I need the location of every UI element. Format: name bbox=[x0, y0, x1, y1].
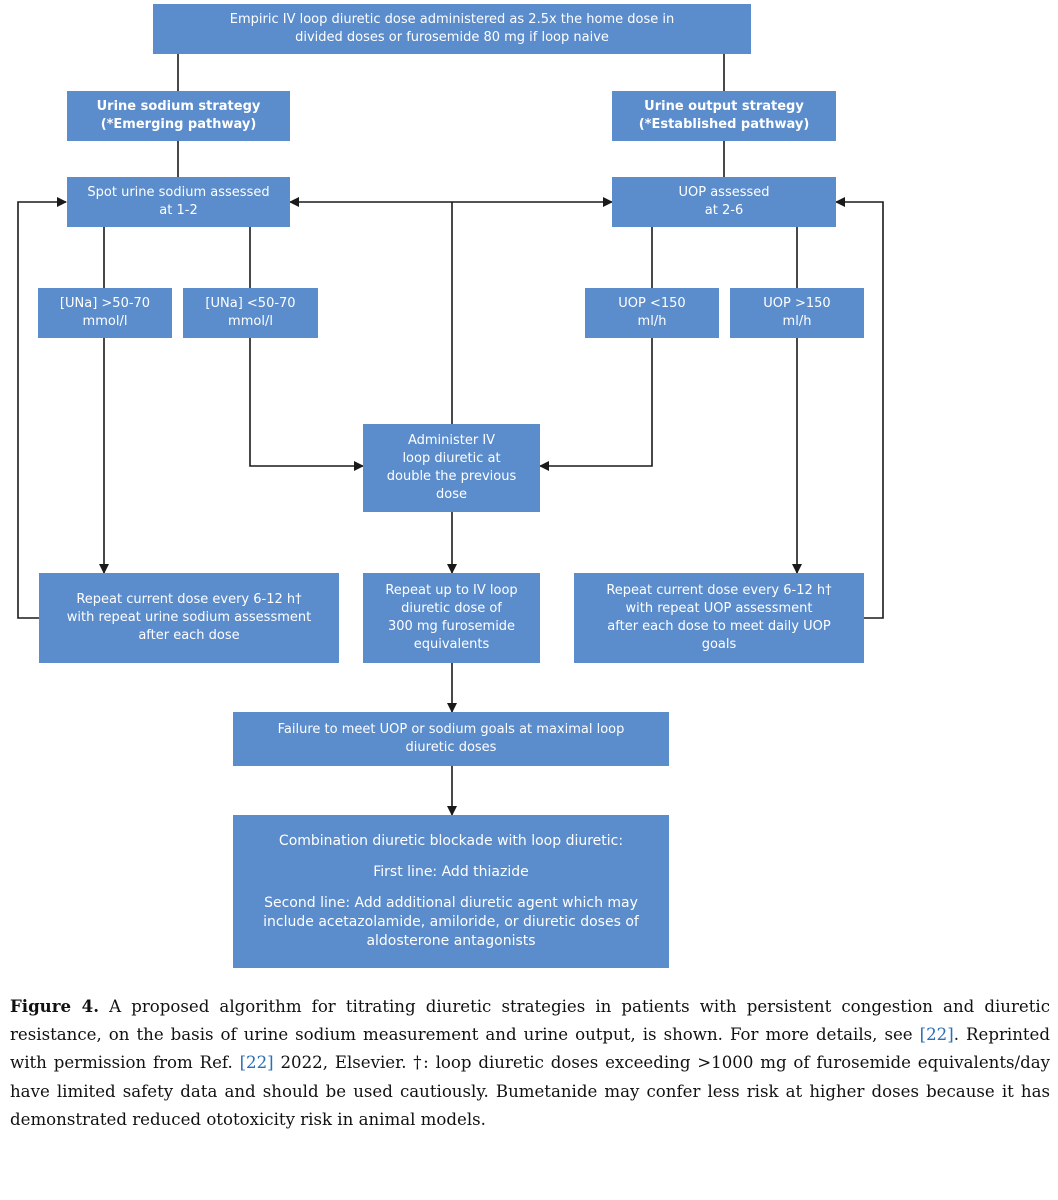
output-strategy-text: Urine output strategy (*Established path… bbox=[638, 99, 810, 132]
sodium-strategy-box: Urine sodium strategy (*Emerging pathway… bbox=[67, 91, 290, 141]
caption-text-1: A proposed algorithm for titrating diure… bbox=[10, 997, 1051, 1045]
connector-lines bbox=[17, 54, 884, 816]
administer-text: Administer IV loop diuretic at double th… bbox=[386, 433, 517, 502]
combination-line3: Second line: Add additional diuretic age… bbox=[263, 895, 639, 949]
caption-text-2: . Reprinted with permission from Ref. bbox=[10, 1025, 1050, 1073]
figure-caption: Figure 4. A proposed algorithm for titra… bbox=[10, 992, 1050, 1134]
una-low-box: [UNa] <50-70 mmol/l bbox=[183, 288, 318, 338]
repeat-uop-box: Repeat current dose every 6-12 h† with r… bbox=[574, 573, 864, 663]
uop-assessed-text: UOP assessed at 2-6 bbox=[678, 185, 770, 218]
citation-link-22[interactable]: [22] bbox=[919, 1025, 954, 1045]
repeat-sodium-text: Repeat current dose every 6-12 h† with r… bbox=[66, 592, 312, 643]
una-low-text: [UNa] <50-70 mmol/l bbox=[205, 296, 296, 329]
repeat-uop-text: Repeat current dose every 6-12 h† with r… bbox=[606, 583, 832, 652]
arrow-una-low-to-administer bbox=[249, 338, 364, 471]
combination-box: Combination diuretic blockade with loop … bbox=[233, 815, 669, 968]
repeat-sodium-box: Repeat current dose every 6-12 h† with r… bbox=[39, 573, 339, 663]
arrow-uop-low-to-administer bbox=[539, 338, 653, 471]
caption-text-3: 2022, Elsevier. †: loop diuretic doses e… bbox=[10, 1053, 1050, 1129]
uop-low-box: UOP <150 ml/h bbox=[585, 288, 719, 338]
flowchart: Empiric IV loop diuretic dose administer… bbox=[17, 4, 884, 968]
failure-text: Failure to meet UOP or sodium goals at m… bbox=[277, 722, 625, 755]
combination-line1: Combination diuretic blockade with loop … bbox=[278, 833, 624, 849]
uop-high-text: UOP >150 ml/h bbox=[763, 296, 831, 329]
uop-low-text: UOP <150 ml/h bbox=[618, 296, 686, 329]
spot-sodium-text: Spot urine sodium assessed at 1-2 bbox=[87, 185, 270, 218]
output-strategy-box: Urine output strategy (*Established path… bbox=[612, 91, 836, 141]
sodium-strategy-text: Urine sodium strategy (*Emerging pathway… bbox=[96, 99, 261, 132]
figure-label: Figure 4. bbox=[10, 996, 99, 1016]
una-high-text: [UNa] >50-70 mmol/l bbox=[59, 296, 151, 329]
arrow-repeat-uop-loop bbox=[835, 197, 884, 619]
failure-box: Failure to meet UOP or sodium goals at m… bbox=[233, 712, 669, 766]
administer-box: Administer IV loop diuretic at double th… bbox=[363, 424, 540, 512]
arrow-repeat-sodium-loop bbox=[17, 197, 67, 619]
una-high-box: [UNa] >50-70 mmol/l bbox=[38, 288, 172, 338]
combination-line2: First line: Add thiazide bbox=[373, 864, 529, 880]
citation-link-22-second[interactable]: [22] bbox=[239, 1053, 274, 1073]
initial-dose-text: Empiric IV loop diuretic dose administer… bbox=[229, 12, 675, 45]
repeat-upto-text: Repeat up to IV loop diuretic dose of 30… bbox=[385, 583, 518, 652]
uop-assessed-box: UOP assessed at 2-6 bbox=[612, 177, 836, 227]
uop-high-box: UOP >150 ml/h bbox=[730, 288, 864, 338]
repeat-upto-box: Repeat up to IV loop diuretic dose of 30… bbox=[363, 573, 540, 663]
initial-dose-box: Empiric IV loop diuretic dose administer… bbox=[153, 4, 751, 54]
spot-sodium-box: Spot urine sodium assessed at 1-2 bbox=[67, 177, 290, 227]
